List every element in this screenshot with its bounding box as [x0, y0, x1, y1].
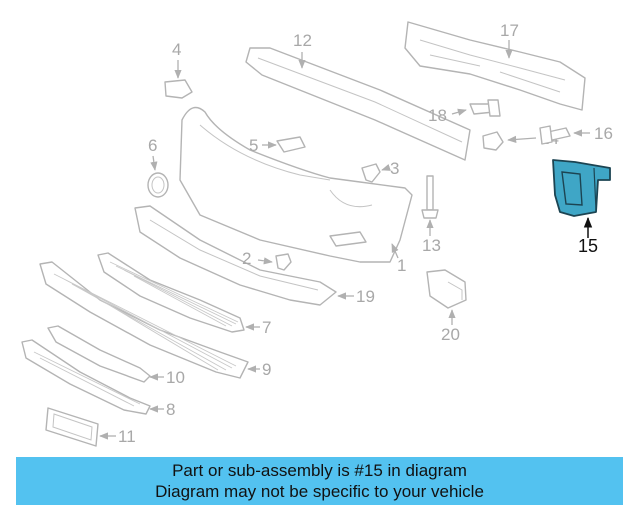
- callout-3: 3: [390, 159, 399, 178]
- part-16-bolt: [539, 125, 571, 145]
- callout-17: 17: [500, 21, 519, 40]
- callout-9: 9: [262, 360, 271, 379]
- banner-line-2: Diagram may not be specific to your vehi…: [155, 482, 484, 501]
- part-13-bolt: [421, 175, 439, 219]
- part-6-ring: [147, 172, 169, 198]
- callout-20: 20: [441, 325, 460, 344]
- callout-19: 19: [356, 287, 375, 306]
- part-20-sensor-bracket: [426, 269, 467, 309]
- part-8-lower-trim: [21, 339, 151, 415]
- part-15-bracket-highlighted: [552, 159, 611, 217]
- callout-13: 13: [422, 236, 441, 255]
- callout-7: 7: [262, 318, 271, 337]
- callout-16: 16: [594, 124, 613, 143]
- parts-diagram: 17 12 4 18 14 16 15 6: [21, 21, 613, 447]
- part-11-plate-bracket: [45, 407, 99, 447]
- callout-5: 5: [249, 136, 258, 155]
- part-5-cap: [276, 136, 306, 153]
- part-3-clip: [361, 163, 381, 183]
- part-9-lower-grille: [39, 261, 249, 379]
- part-17-absorber: [404, 21, 586, 111]
- callout-4: 4: [172, 40, 181, 59]
- callout-12: 12: [293, 31, 312, 50]
- part-19-lower-absorber: [134, 205, 337, 306]
- part-7-upper-grille: [97, 252, 245, 333]
- callout-1: 1: [397, 256, 406, 275]
- callout-18: 18: [428, 106, 447, 125]
- banner-line-1: Part or sub-assembly is #15 in diagram: [172, 461, 467, 480]
- callout-6: 6: [148, 136, 157, 155]
- callout-15: 15: [578, 236, 598, 256]
- part-18-bolt: [469, 99, 501, 117]
- part-1-bumper-cover: [179, 106, 413, 263]
- callout-10: 10: [166, 368, 185, 387]
- callout-2: 2: [242, 249, 251, 268]
- part-4-bracket: [164, 79, 193, 99]
- callout-8: 8: [166, 400, 175, 419]
- callout-11: 11: [118, 427, 136, 446]
- part-14-nut: [482, 131, 504, 151]
- info-banner: Part or sub-assembly is #15 in diagram D…: [16, 457, 623, 505]
- part-12-reinforcement-beam: [245, 47, 471, 161]
- part-2-clip: [275, 253, 292, 271]
